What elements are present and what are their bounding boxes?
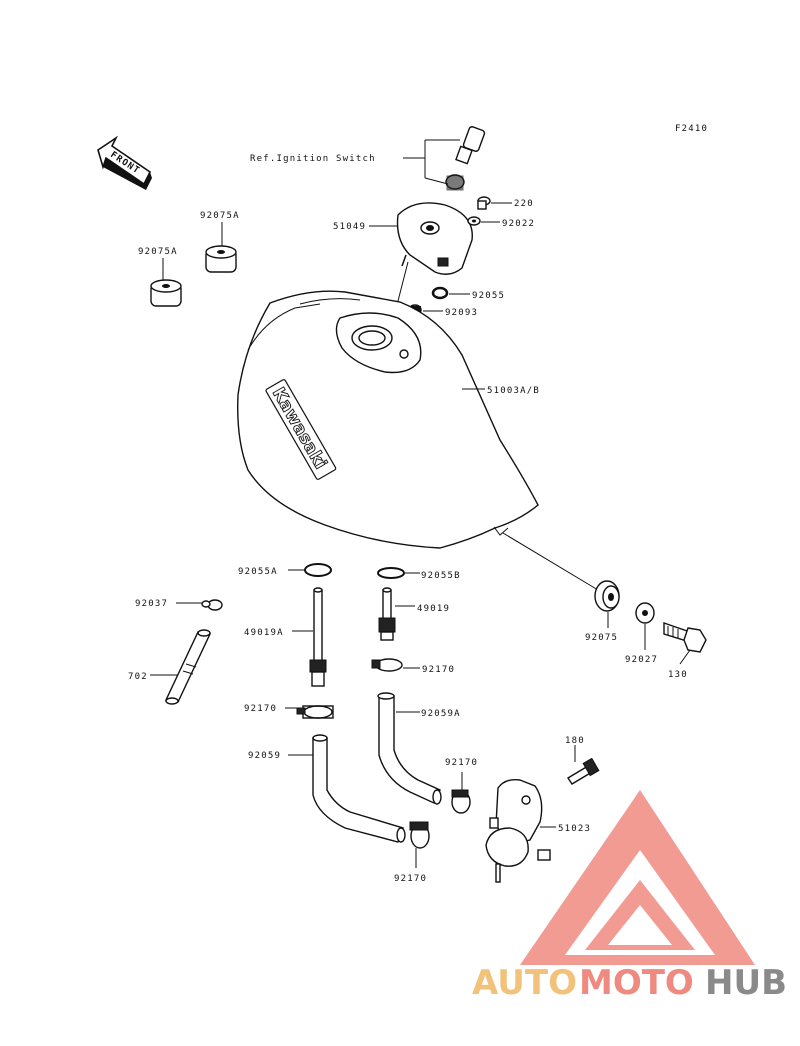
label-49019: 49019 [417, 604, 450, 614]
ref-ignition-bracket [403, 139, 460, 185]
washer-92022-icon [467, 216, 481, 226]
label-92075a-left: 92075A [138, 247, 178, 257]
label-92037: 92037 [135, 599, 168, 609]
hose-92059a-icon [377, 692, 442, 805]
screw-180-icon [567, 757, 600, 785]
screw-220-icon [477, 196, 491, 210]
watermark-logo [520, 790, 755, 965]
watermark-part3: HUB [705, 963, 787, 1003]
bolt-130-icon [663, 622, 707, 653]
label-92059a: 92059A [421, 709, 461, 719]
watermark-text: AUTO MOTO HUB [472, 963, 787, 1003]
label-92022: 92022 [502, 219, 535, 229]
label-180: 180 [565, 736, 585, 746]
fuel-tank: Kawasaki [237, 290, 539, 549]
label-92055a: 92055A [238, 567, 278, 577]
fuel-cock-51023-icon [485, 778, 551, 883]
label-130: 130 [668, 670, 688, 680]
watermark-part2: MOTO [579, 963, 694, 1003]
label-702: 702 [128, 672, 148, 682]
label-49019a: 49019A [244, 628, 284, 638]
label-92027: 92027 [625, 655, 658, 665]
oring-92055b-icon [377, 567, 405, 579]
front-arrow-icon: FRONT [97, 135, 152, 190]
pipe-702-icon [164, 629, 212, 705]
fuel-tap-49019-icon [378, 587, 396, 641]
rubber-92075a-left-icon [150, 279, 182, 307]
label-92075a-top: 92075A [200, 211, 240, 221]
ref-ignition-switch-label: Ref.Ignition Switch [250, 154, 376, 164]
grommet-92075-icon [594, 580, 620, 612]
label-51049: 51049 [333, 222, 366, 232]
label-51023: 51023 [558, 824, 591, 834]
ignition-cover [396, 202, 473, 275]
rubber-92075a-top-icon [205, 245, 237, 273]
clamp-92170-c-icon [451, 789, 471, 814]
label-92075: 92075 [585, 633, 618, 643]
label-92055b: 92055B [421, 571, 461, 581]
label-92055: 92055 [472, 291, 505, 301]
washer-92027-icon [635, 602, 655, 624]
label-92170-a: 92170 [244, 704, 277, 714]
diagram-code: F2410 [675, 124, 708, 134]
hose-92059-icon [312, 734, 406, 843]
clamp-92170-b-icon [371, 658, 403, 672]
clamp-92170-a-icon [296, 705, 334, 719]
label-92170-c: 92170 [445, 758, 478, 768]
label-92059: 92059 [248, 751, 281, 761]
fuel-tap-49019a-icon [309, 587, 327, 687]
watermark-part1: AUTO [472, 963, 577, 1003]
label-92093: 92093 [445, 308, 478, 318]
label-92170-d: 92170 [394, 874, 427, 884]
label-220: 220 [514, 199, 534, 209]
oring-92055a-icon [304, 563, 332, 577]
label-51003ab: 51003A/B [487, 386, 540, 396]
label-92170-b: 92170 [422, 665, 455, 675]
clip-92037-icon [201, 599, 223, 611]
clamp-92170-d-icon [409, 821, 430, 849]
ignition-key-icon [445, 126, 486, 191]
oring-92055-icon [431, 286, 449, 300]
